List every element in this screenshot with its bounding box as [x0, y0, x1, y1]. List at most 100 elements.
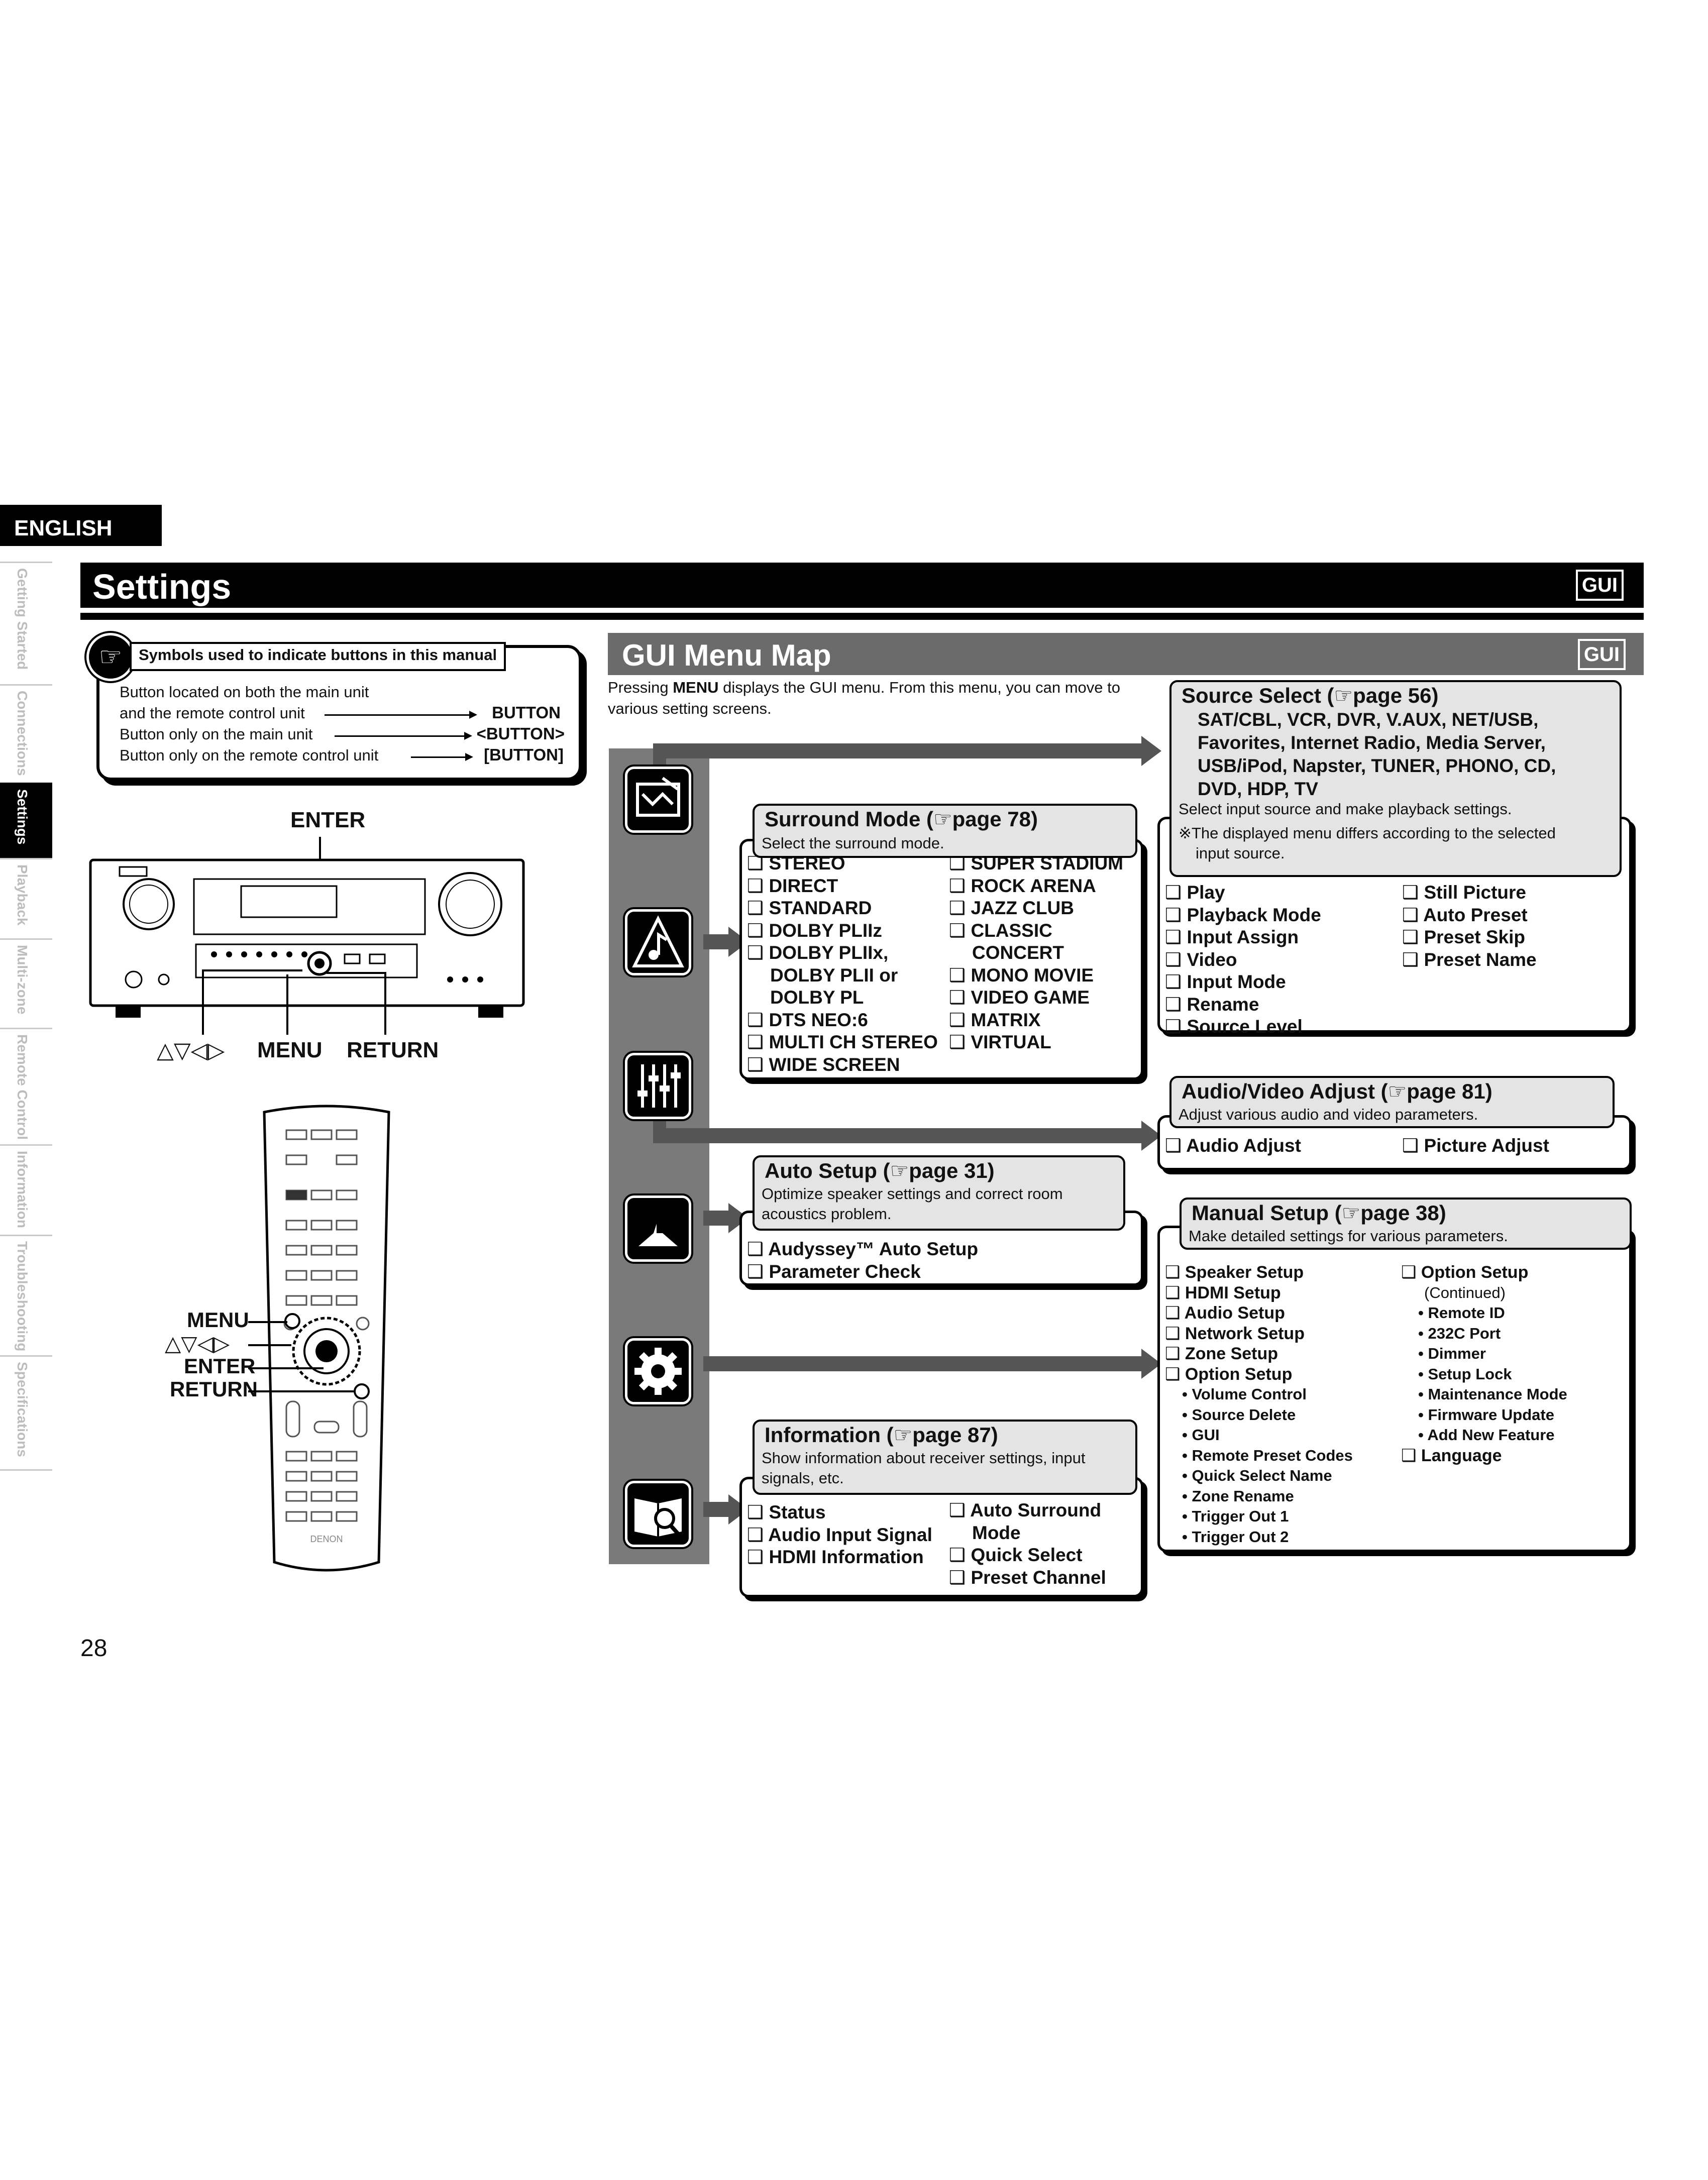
side-tab-information[interactable]: Information — [0, 1144, 52, 1235]
surround-item[interactable]: ❑ WIDE SCREEN — [747, 1054, 900, 1075]
option-setup-subitem[interactable]: • Dimmer — [1418, 1345, 1486, 1362]
source-select-icon[interactable] — [625, 767, 691, 833]
information-item[interactable]: ❑ Quick Select — [949, 1545, 1083, 1565]
source-item[interactable]: ❑ Input Mode — [1165, 971, 1286, 992]
surround-mode-icon[interactable] — [625, 909, 691, 975]
manual-setup-item[interactable]: ❑ Audio Setup — [1165, 1303, 1285, 1323]
source-item[interactable]: ❑ Rename — [1165, 994, 1259, 1015]
manual-setup-item[interactable]: ❑ HDMI Setup — [1165, 1283, 1281, 1302]
remote-menu-label: MENU — [187, 1308, 249, 1332]
option-setup-subitem[interactable]: • Zone Rename — [1182, 1487, 1294, 1505]
option-setup-subitem[interactable]: • Trigger Out 2 — [1182, 1528, 1289, 1546]
side-tab-getting-started[interactable]: Getting Started — [0, 562, 52, 684]
source-item[interactable]: ❑ Preset Name — [1402, 949, 1537, 970]
option-setup-subitem[interactable]: • 232C Port — [1418, 1324, 1501, 1342]
auto-setup-item[interactable]: ❑ Parameter Check — [747, 1261, 921, 1282]
source-item[interactable]: ❑ Video — [1165, 949, 1237, 970]
surround-item[interactable]: ❑ DIRECT — [747, 875, 838, 896]
side-tab-connections[interactable]: Connections — [0, 684, 52, 783]
information-item[interactable]: ❑ Audio Input Signal — [747, 1524, 932, 1545]
manual-setup-item[interactable]: ❑ Option Setup — [1165, 1364, 1293, 1384]
manual-setup-item[interactable]: ❑ Language — [1401, 1446, 1502, 1465]
surround-item[interactable]: ❑ MATRIX — [949, 1009, 1041, 1030]
information-title: Information (☞page 87) — [765, 1423, 998, 1447]
side-tab-settings[interactable]: Settings — [0, 783, 52, 858]
option-setup-subitem[interactable]: • Source Delete — [1182, 1405, 1296, 1424]
information-header[interactable]: Information (☞page 87) Show information … — [753, 1420, 1137, 1495]
surround-item[interactable]: ❑ VIRTUAL — [949, 1032, 1051, 1052]
manual-setup-item[interactable]: ❑ Zone Setup — [1165, 1344, 1278, 1363]
option-setup-subitem[interactable]: • Trigger Out 1 — [1182, 1507, 1289, 1525]
option-setup-subitem[interactable]: • Volume Control — [1182, 1385, 1307, 1403]
information-item[interactable]: ❑ Preset Channel — [949, 1567, 1106, 1588]
remote-return-label: RETURN — [170, 1377, 258, 1401]
title-rule — [80, 613, 1644, 620]
source-item[interactable]: ❑ Input Assign — [1165, 927, 1299, 947]
picture-adjust-item[interactable]: ❑ Picture Adjust — [1402, 1135, 1549, 1156]
manual-setup-header[interactable]: Manual Setup (☞page 38) Make detailed se… — [1180, 1197, 1632, 1250]
language-tab[interactable]: ENGLISH — [0, 505, 162, 546]
information-item[interactable]: ❑ HDMI Information — [747, 1547, 924, 1567]
surround-item[interactable]: ❑ DOLBY PLIIx, — [747, 942, 889, 963]
return-leader-h — [327, 972, 386, 974]
source-select-header[interactable]: Source Select (☞page 56) SAT/CBL, VCR, D… — [1169, 680, 1622, 877]
remote-enter-leader — [248, 1367, 324, 1369]
side-tab-multi-zone[interactable]: Multi-zone — [0, 938, 52, 1028]
option-setup-subitem[interactable]: • Remote Preset Codes — [1182, 1446, 1353, 1464]
av-adjust-title: Audio/Video Adjust (☞page 81) — [1182, 1079, 1492, 1103]
surround-item[interactable]: ❑ MULTI CH STEREO — [747, 1032, 938, 1052]
remote-return-leader — [248, 1390, 354, 1392]
source-item[interactable]: ❑ Still Picture — [1402, 882, 1527, 903]
surround-item[interactable]: ❑ ROCK ARENA — [949, 875, 1096, 896]
auto-setup-title: Auto Setup (☞page 31) — [765, 1159, 995, 1182]
option-setup-subitem[interactable]: • Add New Feature — [1418, 1426, 1555, 1444]
legend-arrow-3 — [411, 753, 473, 761]
surround-item[interactable]: ❑ MONO MOVIE — [949, 964, 1094, 986]
surround-item[interactable]: ❑ JAZZ CLUB — [949, 898, 1074, 918]
main-return-label: RETURN — [347, 1038, 439, 1062]
gui-menu-intro: Pressing MENU displays the GUI menu. Fro… — [608, 679, 1120, 717]
surround-mode-header[interactable]: Surround Mode (☞page 78) Select the surr… — [753, 804, 1137, 858]
side-tab-specifications[interactable]: Specifications — [0, 1355, 52, 1471]
source-item[interactable]: ❑ Source Level — [1165, 1016, 1303, 1037]
side-tab-playback[interactable]: Playback — [0, 858, 52, 938]
source-arrow — [1141, 736, 1161, 766]
information-item[interactable]: ❑ Auto Surround — [949, 1500, 1102, 1520]
gui-badge: GUI — [1575, 570, 1624, 601]
surround-item[interactable]: ❑ STANDARD — [747, 898, 872, 918]
manual-setup-item[interactable]: ❑ Network Setup — [1165, 1324, 1305, 1343]
option-setup-subitem[interactable]: • Quick Select Name — [1182, 1467, 1332, 1484]
information-desc: Show information about receiver settings… — [762, 1449, 1086, 1467]
manual-setup-item[interactable]: ❑ Option Setup — [1401, 1263, 1529, 1282]
source-item[interactable]: ❑ Play — [1165, 882, 1225, 903]
option-setup-subitem[interactable]: • GUI — [1182, 1426, 1220, 1444]
manual-setup-gear-icon[interactable] — [625, 1338, 691, 1404]
legend-arrow-2 — [335, 732, 472, 740]
av-adjust-item[interactable]: ❑ Audio Adjust — [1165, 1135, 1301, 1156]
information-item[interactable]: ❑ Status — [747, 1502, 826, 1522]
surround-item[interactable]: ❑ DOLBY PLIIz — [747, 920, 882, 941]
legend-key-remote: [BUTTON] — [484, 745, 564, 764]
side-tab-remote-control[interactable]: Remote Control — [0, 1028, 52, 1144]
source-item[interactable]: ❑ Auto Preset — [1402, 904, 1528, 925]
side-tab-troubleshooting[interactable]: Troubleshooting — [0, 1235, 52, 1355]
manual-setup-item[interactable]: ❑ Speaker Setup — [1165, 1263, 1304, 1282]
surround-item[interactable]: ❑ VIDEO GAME — [949, 987, 1090, 1008]
information-right-list: ❑ Auto Surround Mode ❑ Quick Select ❑ Pr… — [949, 1499, 1106, 1589]
information-book-icon[interactable] — [625, 1481, 691, 1547]
option-setup-subitem[interactable]: • Setup Lock — [1418, 1365, 1512, 1383]
option-setup-subitem[interactable]: • Firmware Update — [1418, 1405, 1554, 1424]
source-item[interactable]: ❑ Preset Skip — [1402, 927, 1525, 947]
option-setup-subitem[interactable]: • Remote ID — [1418, 1304, 1505, 1322]
auto-setup-item[interactable]: ❑ Audyssey™ Auto Setup — [747, 1239, 979, 1259]
surround-item[interactable]: ❑ CLASSIC — [949, 920, 1052, 941]
auto-setup-icon[interactable] — [625, 1195, 691, 1262]
source-select-note-2: input source. — [1196, 844, 1285, 862]
surround-item[interactable]: ❑ DTS NEO:6 — [747, 1009, 868, 1030]
auto-setup-header[interactable]: Auto Setup (☞page 31) Optimize speaker s… — [753, 1155, 1125, 1231]
source-item[interactable]: ❑ Playback Mode — [1165, 904, 1321, 925]
option-setup-subitem[interactable]: • Maintenance Mode — [1418, 1385, 1567, 1403]
av-adjust-header[interactable]: Audio/Video Adjust (☞page 81) Adjust var… — [1169, 1076, 1615, 1128]
surround-left-list: ❑ STEREO ❑ DIRECT ❑ STANDARD ❑ DOLBY PLI… — [747, 852, 938, 1076]
av-adjust-icon[interactable] — [625, 1053, 691, 1119]
